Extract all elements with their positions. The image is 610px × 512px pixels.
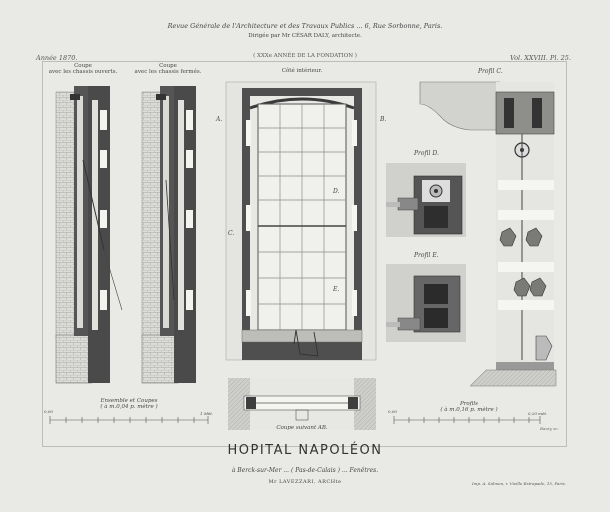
coupe-open-label: Coupe avec les chassis ouverts. [46,63,120,75]
coupe-open-subtitle: avec les chassis ouverts. [48,69,118,75]
plan-section-drawing [228,378,376,430]
plate-title: HOPITAL NAPOLÉON [227,443,383,458]
engraver-credit: Baury sc. [540,426,559,431]
ensemble-caption-scale: ( à m.0,04 p. mètre ) [100,404,158,410]
ensemble-caption: Ensemble et Coupes ( à m.0,04 p. mètre ) [84,398,174,410]
marker-a: A. [216,116,223,123]
section-closed-drawing [141,86,196,384]
year-label: Année 1870. [36,54,78,62]
architect-credit: Mr LAVEZZARI, ARCHte [268,479,342,485]
profile-c-drawing [419,81,557,387]
profile-d-label: Profil D. [414,150,439,157]
scale-bar-right [393,416,541,424]
profils-caption-title: Profils [460,401,478,407]
profile-d-drawing [386,163,466,237]
coupe-closed-title: Coupe [159,63,177,69]
profils-caption-scale: ( à m.0,16 p. mètre ) [440,407,498,413]
scale-left-end: 1 Mèt. [200,411,214,416]
scale-left-start: 0,00 [44,409,53,414]
printer-credit: Imp. A. Salmon, r. Vieille Estrapade, 15… [472,481,566,486]
section-open-drawing [55,86,123,384]
profils-caption: Profils ( à m.0,16 p. mètre ) [424,401,514,413]
director-line: Dirigée par Mr CÉSAR DALY, architecte. [248,33,362,39]
scale-right-start: 0,00 [388,409,397,414]
anniversary-label: ( XXXe ANNÉE DE LA FONDATION ) [253,53,357,59]
interior-side-label: Côté intérieur. [281,68,323,74]
marker-e: E. [333,286,340,293]
coupe-closed-subtitle: avec les chassis fermés. [134,69,202,75]
scale-right-end: 0,20 mèt. [528,411,548,416]
coupe-ab-caption: Coupe suivant AB. [276,425,328,431]
plate-frame [42,61,567,447]
volume-label: Vol. XXVIII. Pl. 25. [510,54,571,62]
plate-subtitle: à Berck-sur-Mer ... ( Pas-de-Calais ) ..… [231,467,379,474]
profile-e-label: Profil E. [414,252,439,259]
profile-e-drawing [386,264,466,342]
marker-b: B. [380,116,387,123]
ensemble-caption-title: Ensemble et Coupes [100,398,158,404]
profile-c-label: Profil C. [478,68,503,75]
journal-title: Revue Générale de l'Architecture et des … [167,22,443,30]
coupe-open-title: Coupe [74,63,92,69]
coupe-closed-label: Coupe avec les chassis fermés. [130,63,206,75]
marker-c: C. [228,230,235,237]
scale-bar-left [49,416,209,424]
interior-elevation-drawing [225,81,377,361]
marker-d: D. [333,188,340,195]
